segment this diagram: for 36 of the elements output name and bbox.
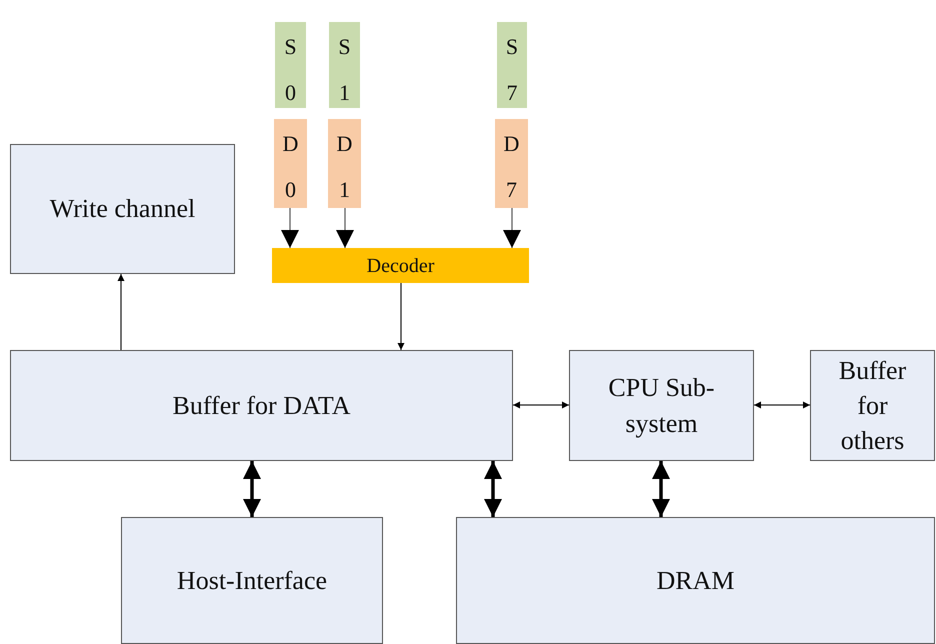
node-label: Decoder: [366, 254, 436, 278]
block-box: [810, 350, 935, 461]
arrow: [503, 208, 521, 248]
node-label: D7: [502, 130, 520, 204]
arrow: [754, 402, 810, 408]
block-box: [10, 350, 513, 461]
arrow: [336, 208, 354, 248]
arrow: [118, 274, 124, 350]
node-label: D1: [336, 130, 354, 204]
node-label: S1: [337, 33, 352, 108]
block-box: [456, 517, 935, 644]
block-box: [569, 350, 754, 461]
node-label: S7: [504, 33, 520, 108]
node-label: CPU Sub-system: [607, 372, 716, 440]
node-label: D0: [282, 130, 300, 204]
node-label: Host-Interface: [176, 564, 328, 597]
node-label: Write channel: [48, 193, 196, 226]
arrow: [652, 461, 670, 517]
register-bar: [497, 22, 527, 108]
node-label: DRAM: [655, 564, 736, 597]
arrow: [281, 208, 299, 248]
arrow: [484, 461, 502, 517]
arrow: [512, 402, 570, 408]
decoder-bar: [272, 248, 529, 283]
block-box: [121, 517, 383, 644]
register-bar: [495, 119, 528, 208]
arrow: [398, 282, 404, 350]
node-label: Buffer for others: [838, 354, 908, 458]
arrow: [243, 461, 261, 517]
register-bar: [274, 119, 307, 208]
node-label: S0: [283, 33, 298, 108]
register-bar: [275, 22, 306, 108]
node-label: Buffer for DATA: [172, 390, 352, 422]
register-bar: [329, 22, 360, 108]
register-bar: [328, 119, 361, 208]
block-box: [10, 144, 235, 274]
